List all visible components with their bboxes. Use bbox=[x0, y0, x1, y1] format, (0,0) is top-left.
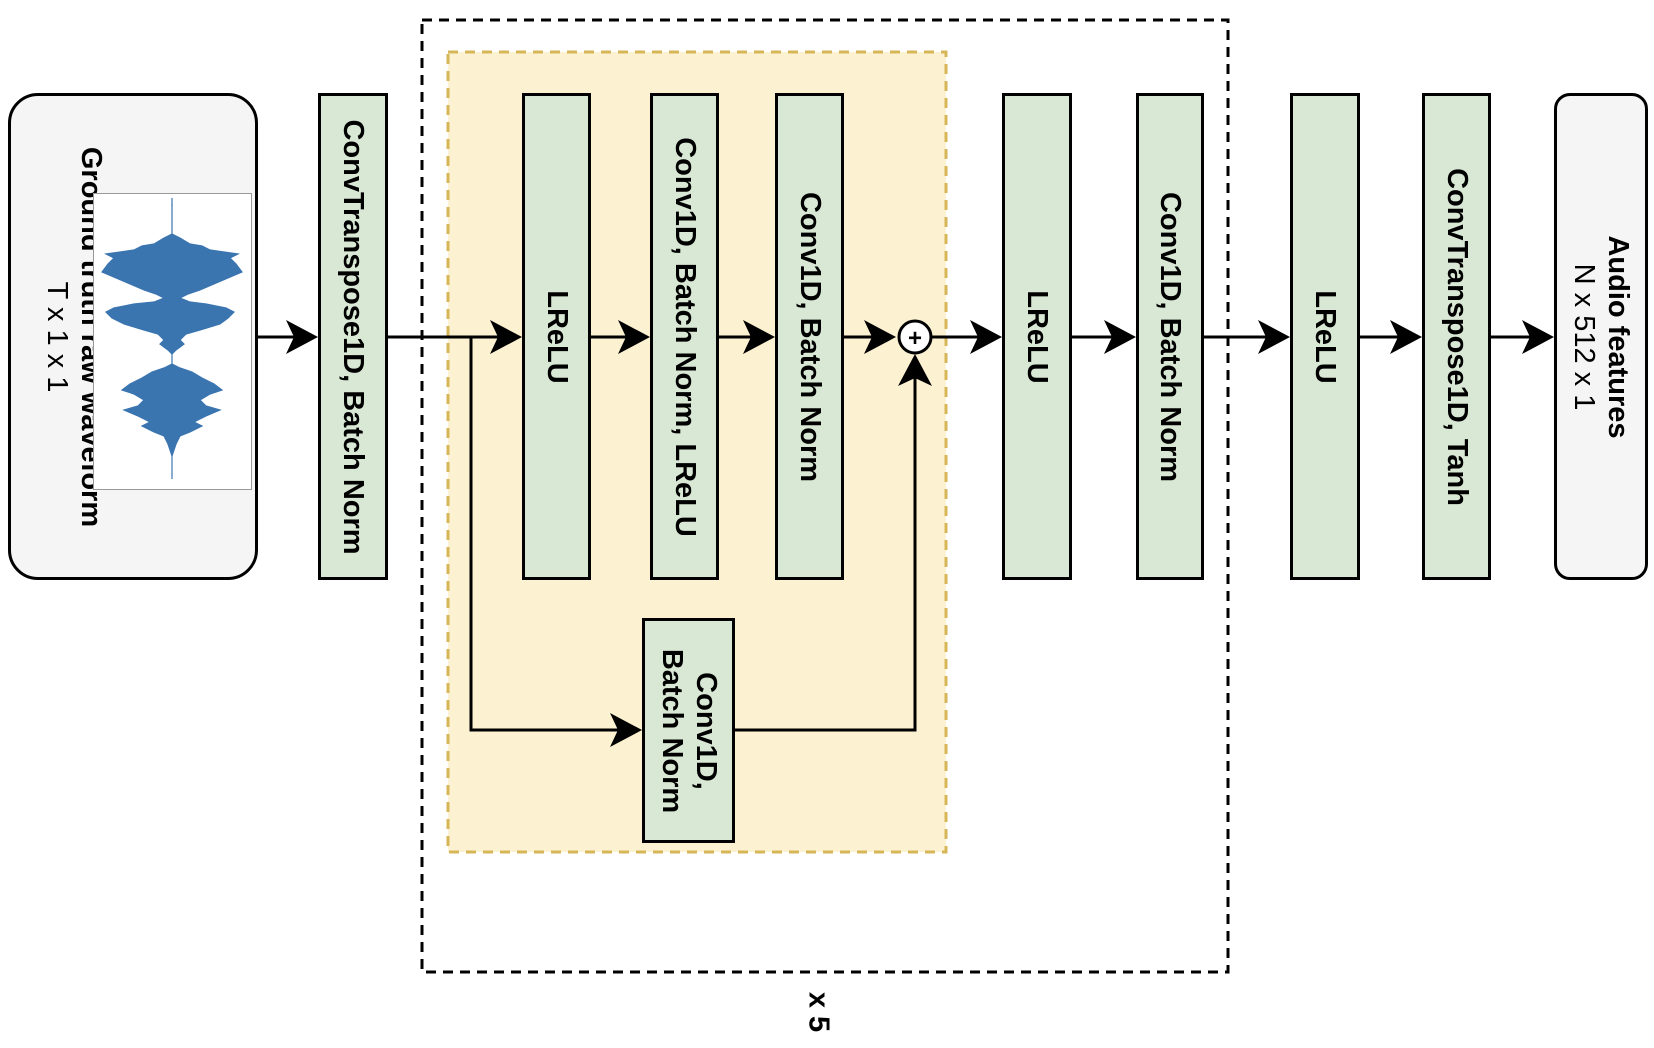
block-label: Conv1D, Batch Norm bbox=[655, 648, 723, 812]
skip-label-line2: Batch Norm bbox=[655, 648, 688, 813]
arrowhead bbox=[1390, 320, 1422, 354]
arrowhead bbox=[864, 320, 896, 354]
arrowhead bbox=[898, 354, 932, 386]
sum-node bbox=[897, 319, 933, 355]
arrowhead bbox=[490, 320, 522, 354]
final-lrelu-block: LReLU bbox=[1290, 93, 1360, 580]
arrowhead bbox=[970, 320, 1002, 354]
post-conv-bn-block: Conv1D, Batch Norm bbox=[1136, 93, 1204, 580]
output-shape: N x 512 x 1 bbox=[1568, 263, 1600, 410]
post-lrelu-block: LReLU bbox=[1002, 93, 1072, 580]
arrowhead bbox=[1258, 320, 1290, 354]
output-audio-features-box: Audio features N x 512 x 1 bbox=[1554, 93, 1648, 580]
block-label: ConvTranspose1D, Tanh bbox=[1440, 167, 1473, 506]
skip-label-line1: Conv1D, bbox=[689, 671, 722, 790]
edge-skip-to-sum bbox=[735, 368, 917, 732]
block-label: Conv1D, Batch Norm bbox=[1154, 191, 1186, 482]
block-label: LReLU bbox=[1021, 289, 1053, 384]
arrowhead bbox=[618, 320, 650, 354]
arrowhead bbox=[610, 713, 642, 747]
block-label: LReLU bbox=[1309, 289, 1341, 384]
edge-skip-branch bbox=[469, 337, 628, 732]
output-title: Audio features bbox=[1602, 234, 1634, 439]
arrowhead bbox=[1104, 320, 1136, 354]
repeat-count-label: x 5 bbox=[802, 991, 835, 1033]
sum-symbol: + bbox=[908, 325, 922, 352]
block-label: Conv1D, Batch Norm bbox=[793, 191, 826, 482]
block-label: Conv1D, Batch Norm, LReLU bbox=[668, 136, 701, 537]
convtranspose-batchnorm-block: ConvTranspose1D, Batch Norm bbox=[318, 93, 388, 580]
output-label: Audio features N x 512 x 1 bbox=[1567, 235, 1635, 438]
skip-conv-bn-block: Conv1D, Batch Norm bbox=[642, 618, 735, 843]
input-shape: T x 1 x 1 bbox=[41, 281, 73, 392]
convtranspose-tanh-block: ConvTranspose1D, Tanh bbox=[1422, 93, 1491, 580]
arrowhead bbox=[286, 320, 318, 354]
input-waveform-box: Ground truth raw waveform T x 1 x 1 bbox=[8, 93, 258, 580]
residual-lrelu-block: LReLU bbox=[522, 93, 591, 580]
repeat-group-frame bbox=[420, 18, 1230, 974]
waveform-image bbox=[93, 193, 252, 490]
arrowhead bbox=[1522, 320, 1554, 354]
waveform-graphic bbox=[101, 198, 243, 479]
block-label: LReLU bbox=[540, 289, 573, 384]
block-label: ConvTranspose1D, Batch Norm bbox=[337, 118, 369, 555]
residual-conv-bn-block: Conv1D, Batch Norm bbox=[775, 93, 844, 580]
residual-conv-bn-lrelu-block: Conv1D, Batch Norm, LReLU bbox=[650, 93, 719, 580]
arrowhead bbox=[743, 320, 775, 354]
